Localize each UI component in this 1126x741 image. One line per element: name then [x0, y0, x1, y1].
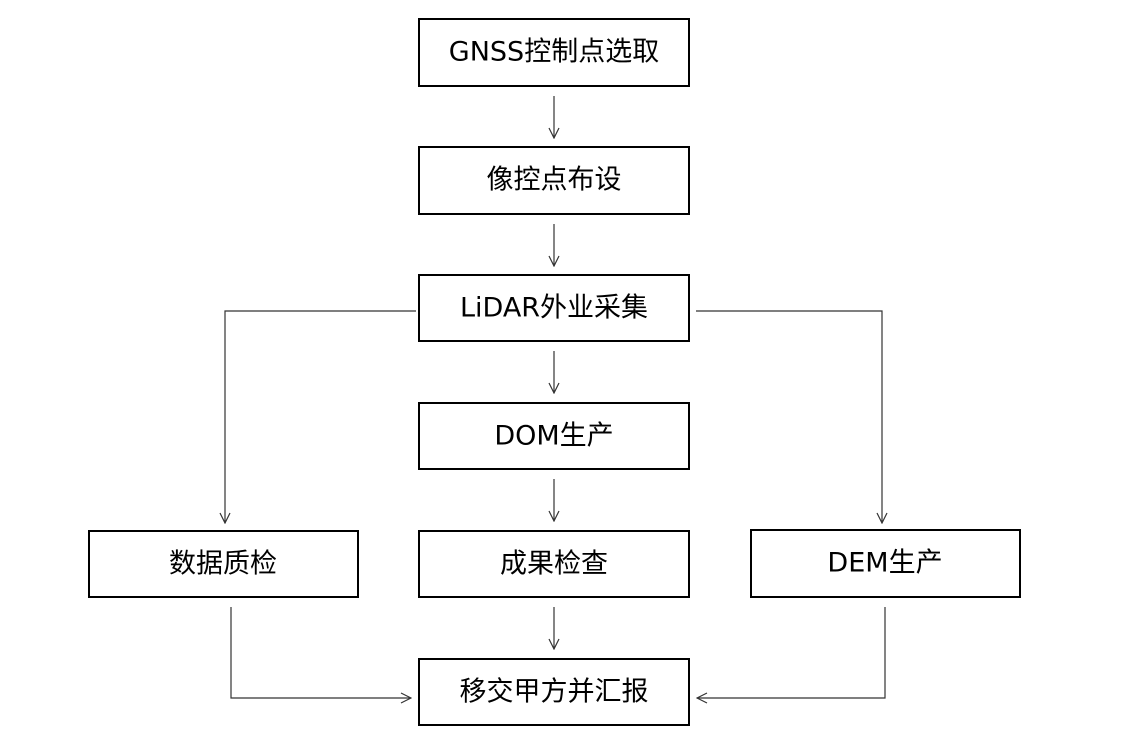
node-label: DOM生产	[494, 421, 613, 452]
node-lidar-field-acquisition: LiDAR外业采集	[418, 274, 690, 342]
node-label: DEM生产	[827, 548, 942, 579]
node-label: 成果检查	[500, 549, 608, 580]
node-data-quality-check: 数据质检	[88, 530, 359, 598]
edge-zj-to-yj	[230, 607, 411, 698]
node-label: 移交甲方并汇报	[460, 677, 649, 708]
node-label: 数据质检	[169, 549, 277, 580]
node-handover-and-report: 移交甲方并汇报	[418, 658, 690, 726]
edges	[225, 96, 885, 698]
node-dem-production: DEM生产	[750, 529, 1021, 598]
node-image-control-point-layout: 像控点布设	[418, 146, 690, 215]
node-result-inspection: 成果检查	[418, 530, 690, 598]
edge-dem-to-yj	[697, 607, 886, 698]
edge-lidar-to-dem	[696, 310, 882, 523]
node-dom-production: DOM生产	[418, 402, 690, 470]
edge-lidar-to-zj	[225, 310, 416, 523]
node-label: LiDAR外业采集	[460, 293, 648, 324]
node-label: GNSS控制点选取	[449, 37, 659, 68]
node-gnss-control-point-selection: GNSS控制点选取	[418, 18, 690, 87]
node-label: 像控点布设	[487, 165, 622, 196]
